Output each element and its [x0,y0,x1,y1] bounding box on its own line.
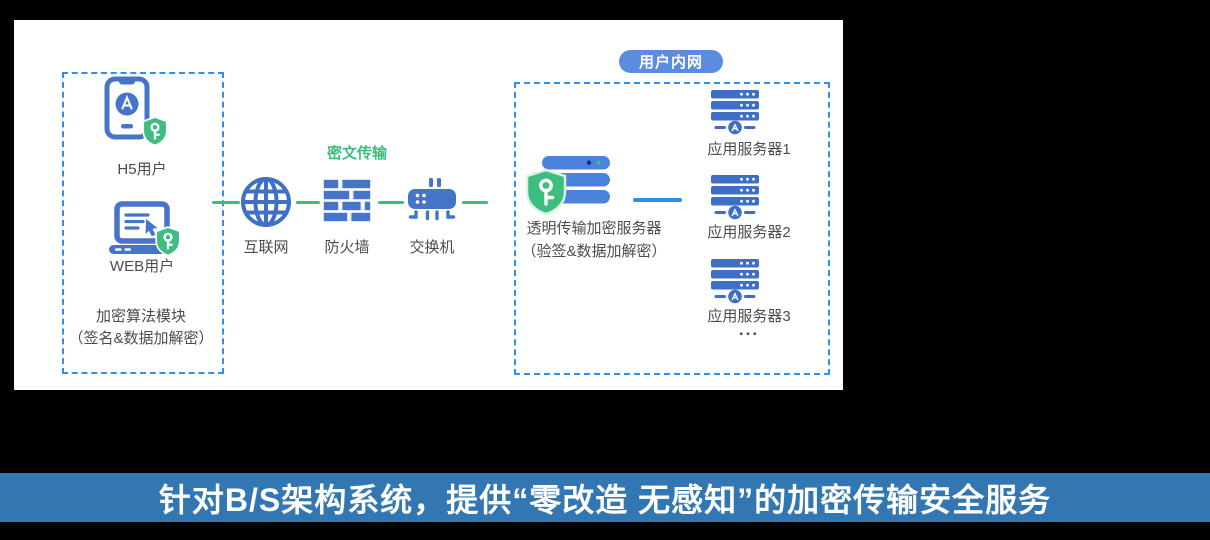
internet-globe-icon [240,176,292,228]
app-server-2-icon [710,175,760,221]
firewall-icon [322,179,372,224]
bottom-banner: 针对B/S架构系统，提供“零改造 无感知”的加密传输安全服务 [0,473,1210,522]
h5-shield-key-icon [142,116,168,151]
switch-icon [404,175,460,223]
banner-text: 针对B/S架构系统，提供“零改造 无感知”的加密传输安全服务 [158,481,1052,518]
connector-firewall-switch [378,201,404,204]
connector-gateway-servers [633,198,682,202]
web-shield-key-icon [155,226,181,261]
gateway-label-line1: 透明传输加密服务器 [526,220,662,237]
app-server-2-label: 应用服务器2 [707,224,791,241]
h5-user-label: H5用户 [117,161,167,178]
connector-switch-intranet [462,201,488,204]
intranet-zone-box [514,82,830,375]
app-server-3-label: 应用服务器3 [707,308,791,325]
switch-label: 交换机 [409,239,455,256]
connector-internet-firewall [296,201,320,204]
internet-label: 互联网 [243,239,289,256]
more-servers-ellipsis: ... [738,320,760,339]
client-zone-box [62,72,224,374]
app-server-1-label: 应用服务器1 [707,141,791,158]
client-caption-line1: 加密算法模块 [95,308,186,325]
cipher-transfer-label: 密文传输 [326,145,387,162]
gateway-label-line2: （验签&数据加解密） [521,243,667,260]
app-server-1-icon [710,90,760,136]
diagram-panel: H5用户 WEB用户 加密算法模块 （签名&数据加解密） 密文传输 [14,20,843,390]
h5-phone-icon [99,76,155,140]
client-caption-line2: （签名&数据加解密） [68,330,214,347]
app-server-3-icon [710,259,760,305]
intranet-title-pill: 用户内网 [619,50,723,73]
firewall-label: 防火墙 [324,239,370,256]
web-user-label: WEB用户 [109,258,175,275]
gateway-shield-key-icon [524,168,568,221]
connector-client-internet [212,201,240,204]
